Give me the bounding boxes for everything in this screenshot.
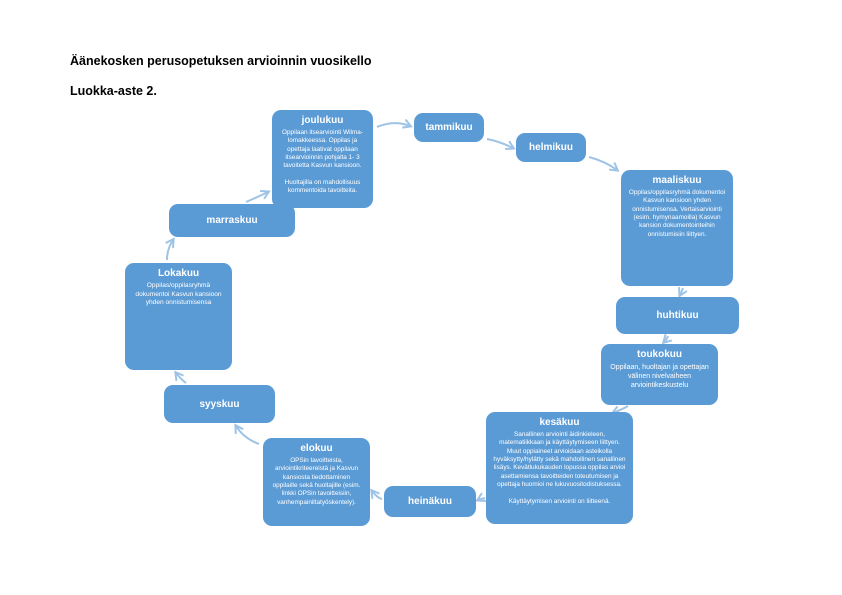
month-box-syyskuu: syyskuu — [164, 385, 275, 423]
arrow-heinakuu-elokuu — [370, 488, 383, 500]
month-box-helmikuu: helmikuu — [516, 133, 586, 162]
month-label: huhtikuu — [656, 310, 699, 321]
month-description: Sanallinen arviointi äidinkieleen, matem… — [493, 431, 626, 505]
month-label: maaliskuu — [652, 175, 702, 186]
month-description: Oppilaan itsearviointi Wilma-lomakkeessa… — [282, 129, 363, 195]
arrow-maaliskuu-huhtikuu — [678, 287, 688, 298]
page-subtitle: Luokka-aste 2. — [70, 84, 157, 98]
month-description: OPSin tavoitteista, arviointikriteereist… — [272, 457, 361, 506]
month-box-kesakuu: kesäkuu Sanallinen arviointi äidinkielee… — [486, 412, 633, 524]
arrow-kesakuu-heinakuu — [475, 492, 486, 502]
month-label: kesäkuu — [539, 417, 580, 428]
arrow-tammikuu-helmikuu — [486, 138, 516, 150]
month-box-lokakuu: Lokakuu Oppilas/oppilasryhmä dokumentoi … — [125, 263, 232, 370]
month-label: marraskuu — [206, 215, 258, 226]
month-box-maaliskuu: maaliskuu Oppilas/oppilasryhmä dokumento… — [621, 170, 733, 286]
arrow-marraskuu-joulukuu — [245, 190, 271, 203]
month-box-heinakuu: heinäkuu — [384, 486, 476, 517]
month-box-tammikuu: tammikuu — [414, 113, 484, 142]
month-label: heinäkuu — [408, 496, 452, 507]
month-label: syyskuu — [199, 398, 240, 410]
month-label: helmikuu — [529, 142, 573, 153]
month-box-elokuu: elokuu OPSin tavoitteista, arviointikrit… — [263, 438, 370, 526]
arrow-helmikuu-maaliskuu — [588, 156, 620, 172]
arrow-huhtikuu-toukokuu — [661, 333, 673, 345]
arrow-syyskuu-lokakuu — [174, 370, 187, 384]
month-label: elokuu — [300, 443, 333, 454]
month-label: toukokuu — [637, 349, 682, 360]
arrow-joulukuu-tammikuu — [376, 118, 413, 129]
month-description: Oppilaan, huoltajan ja opettajan välinen… — [610, 364, 709, 390]
month-description: Oppilas/oppilasryhmä dokumentoi Kasvun k… — [628, 189, 726, 238]
month-label: joulukuu — [301, 115, 344, 126]
month-box-huhtikuu: huhtikuu — [616, 297, 739, 334]
month-box-marraskuu: marraskuu — [169, 204, 295, 237]
page-title: Äänekosken perusopetuksen arvioinnin vuo… — [70, 54, 372, 68]
arrow-lokakuu-marraskuu — [165, 237, 175, 261]
month-label: Lokakuu — [157, 268, 200, 279]
month-box-joulukuu: joulukuu Oppilaan itsearviointi Wilma-lo… — [272, 110, 373, 208]
month-box-toukokuu: toukokuu Oppilaan, huoltajan ja opettaja… — [601, 344, 718, 405]
arrow-elokuu-syyskuu — [234, 423, 260, 445]
month-description: Oppilas/oppilasryhmä dokumentoi Kasvun k… — [135, 282, 222, 307]
month-label: tammikuu — [425, 122, 473, 133]
